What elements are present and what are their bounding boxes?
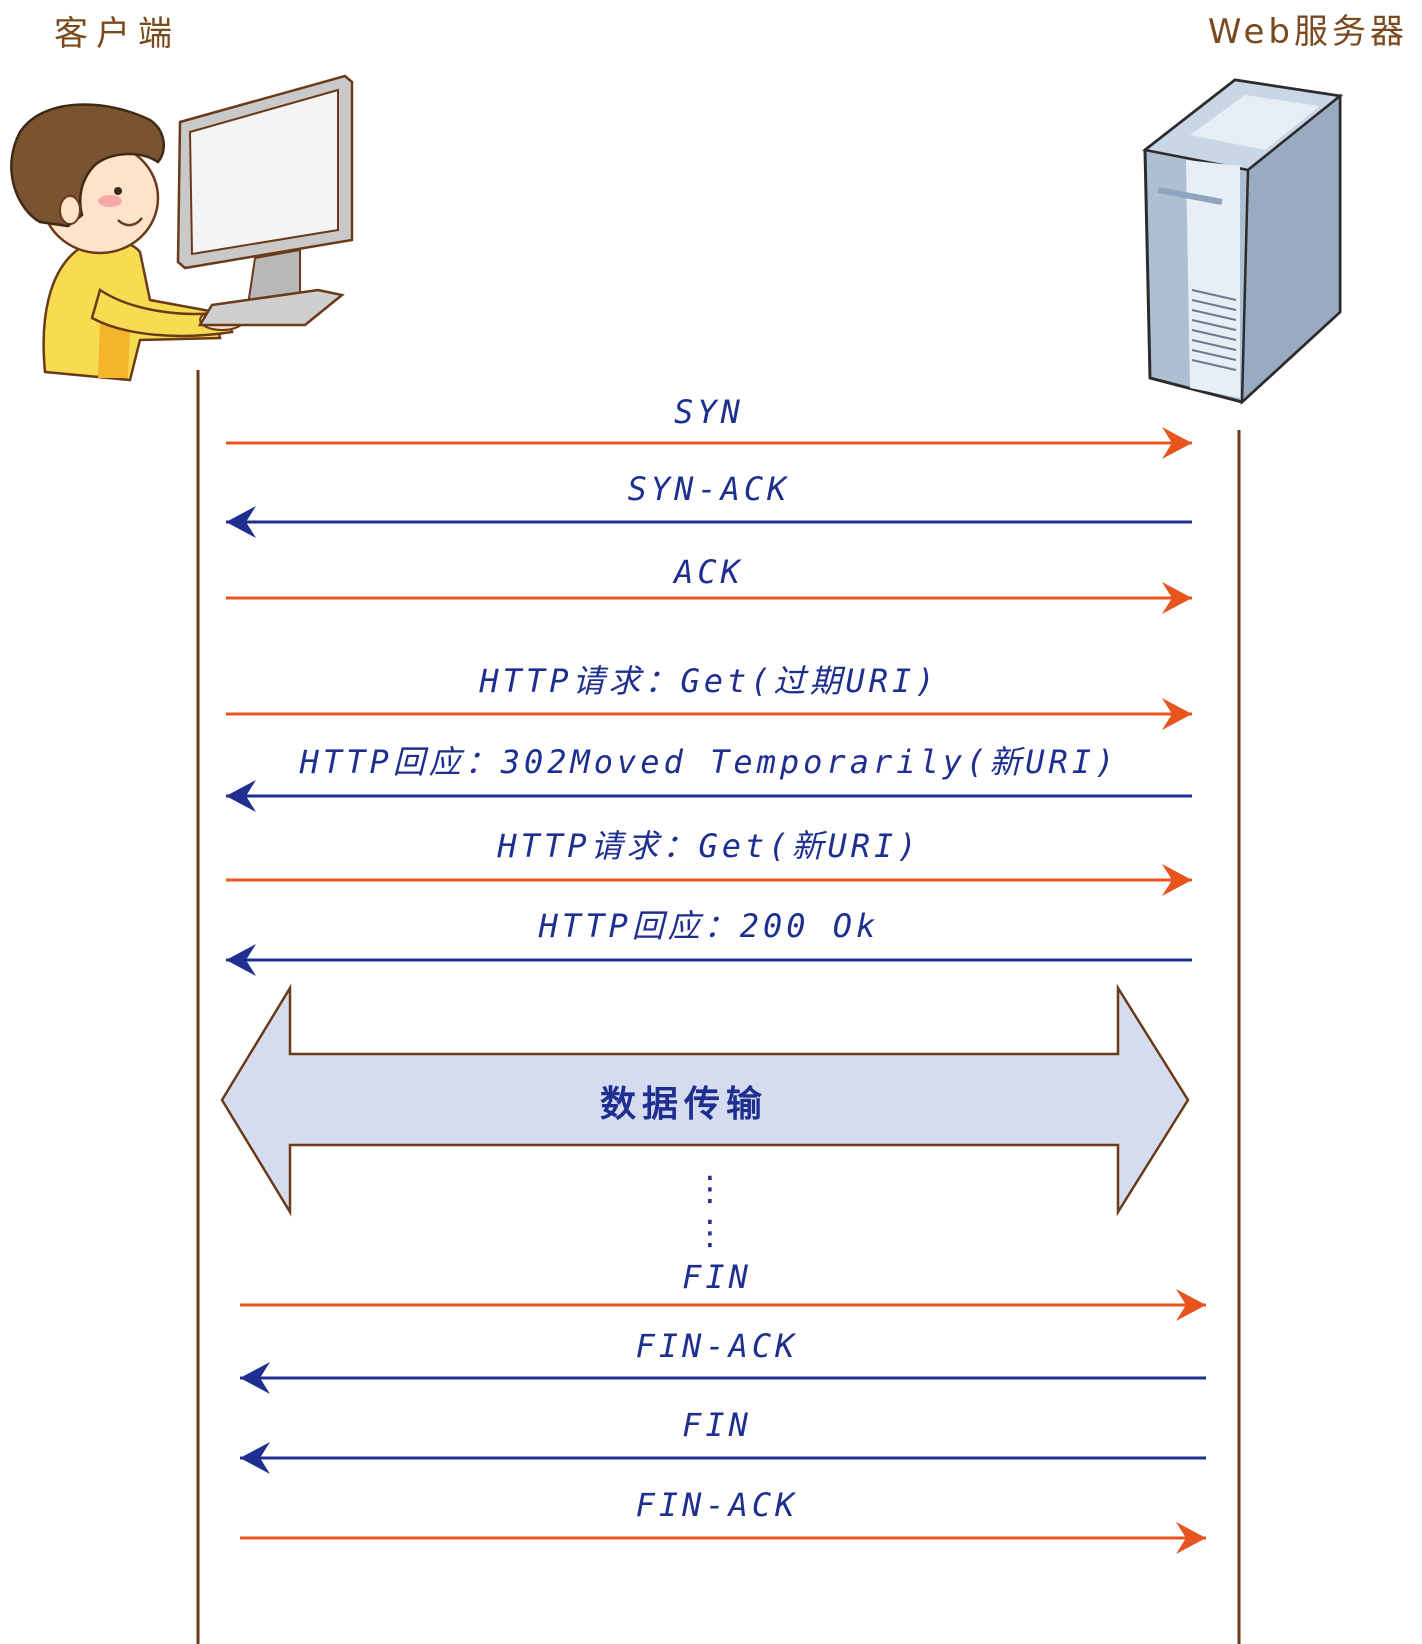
message-label: HTTP回应：302Moved Temporarily(新URI) [299,743,1119,781]
message-label: FIN [682,1258,752,1296]
message-label: HTTP请求：Get(新URI) [496,827,920,865]
arrowhead-left-icon [226,506,256,538]
message-list: SYN SYN-ACK ACK HTTP请求：Get(过期URI) HTTP回应：302… [226,393,1206,1554]
message-label: HTTP回应：200 Ok [538,907,880,945]
server-label: Web服务器 [1207,12,1408,52]
arrowhead-left-icon [226,944,256,976]
data-transfer-label: 数据传输 [600,1084,768,1125]
data-transfer-arrow: 数据传输 ⋮ ⋮ [220,983,1190,1253]
arrowhead-right-icon [1162,582,1192,614]
message-label: FIN [682,1406,752,1444]
arrowhead-left-icon [240,1442,270,1474]
ellipsis-bottom: ⋮ [693,1213,727,1253]
message-label: ACK [672,553,744,591]
message-label: FIN-ACK [636,1486,799,1524]
message-label: FIN-ACK [636,1327,799,1365]
arrowhead-right-icon [1162,698,1192,730]
client-illustration-icon [10,74,354,382]
arrowhead-left-icon [226,780,256,812]
message-label: HTTP请求：Get(过期URI) [478,662,938,700]
arrowhead-right-icon [1162,427,1192,459]
server-illustration-icon [1142,78,1343,405]
ellipsis-top: ⋮ [693,1169,727,1209]
arrowhead-right-icon [1176,1289,1206,1321]
message-label: SYN-ACK [628,470,791,508]
client-label: 客户端 [54,14,180,54]
arrowhead-right-icon [1176,1522,1206,1554]
arrowhead-left-icon [240,1362,270,1394]
message-label: SYN [674,393,744,431]
arrowhead-right-icon [1162,864,1192,896]
